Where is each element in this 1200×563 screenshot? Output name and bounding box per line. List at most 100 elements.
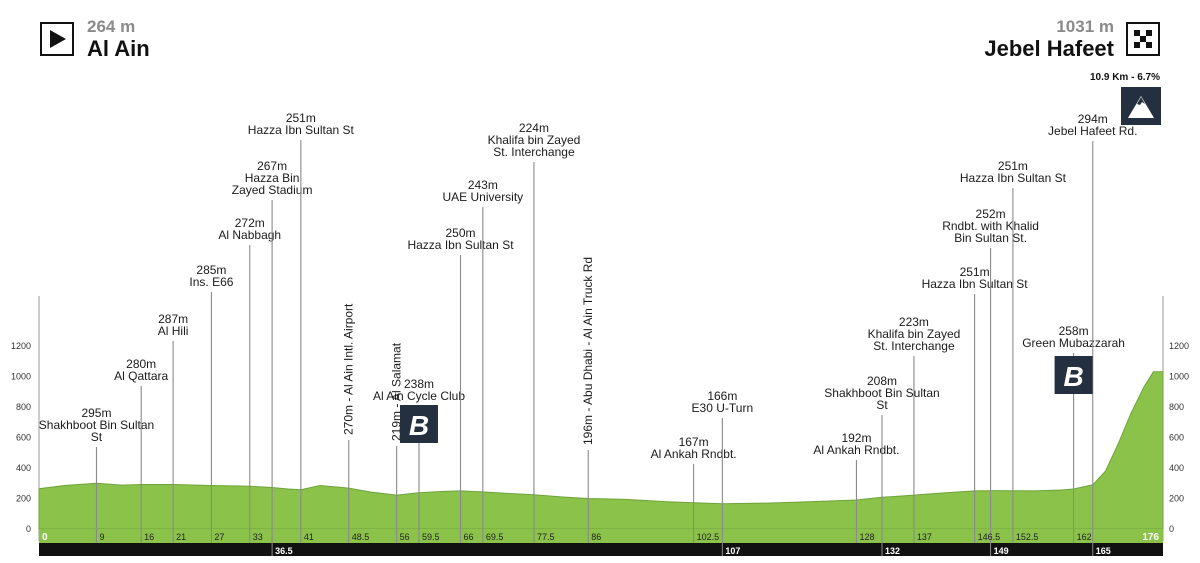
km-bar-marker: 132 — [885, 546, 900, 556]
km-marker: 21 — [176, 532, 186, 542]
annotation-place: Hazza Bin — [245, 171, 300, 185]
annotation-place: St — [91, 430, 103, 444]
annotation-altitude: 252m — [976, 207, 1006, 221]
y-tick-right: 400 — [1169, 463, 1184, 473]
annotation-place: Al Nabbagh — [218, 228, 281, 242]
bonus-badge-bg — [1054, 356, 1093, 394]
climb-info: 10.9 Km - 6.7% — [1089, 72, 1160, 83]
km-marker: 33 — [253, 532, 263, 542]
bonus-badge-letter: B — [409, 410, 429, 441]
bonus-sprint-badge: B — [1054, 356, 1093, 394]
annotation-altitude: 250m — [445, 226, 475, 240]
checkered-flag-icon — [1126, 22, 1160, 56]
km-marker: 59.5 — [422, 532, 440, 542]
annotation-place: Green Mubazzarah — [1022, 336, 1125, 350]
km-bar-marker: 107 — [725, 546, 740, 556]
annotation-place: Hazza Ibn Sultan St — [407, 238, 514, 252]
profile-area — [38, 371, 1164, 530]
annotation-rotated-label: 270m - Al Ain Intl. Airport — [342, 303, 356, 435]
annotation-place: Shakhboot Bin Sultan — [39, 418, 154, 432]
annotation-altitude: 251m — [998, 159, 1028, 173]
y-tick-left: 0 — [26, 524, 31, 534]
annotation-place: Al Ankah Rndbt. — [813, 443, 899, 457]
annotation-altitude: 295m — [81, 406, 111, 420]
annotation-place: Ins. E66 — [189, 275, 233, 289]
y-tick-left: 400 — [16, 463, 31, 473]
km-marker: 162 — [1077, 532, 1092, 542]
km-marker: 27 — [214, 532, 224, 542]
annotation-place: Al Qattara — [114, 369, 168, 383]
annotation-place: Al Ankah Rndbt. — [651, 447, 737, 461]
annotation-altitude: 294m — [1078, 112, 1108, 126]
annotation-altitude: 285m — [196, 263, 226, 277]
annotation-altitude: 166m — [707, 389, 737, 403]
km-marker: 48.5 — [352, 532, 370, 542]
km-marker: 0 — [42, 532, 48, 543]
km-marker: 41 — [304, 532, 314, 542]
annotation-place: Shakhboot Bin Sultan — [824, 386, 939, 400]
y-tick-right: 1200 — [1169, 341, 1189, 351]
annotation-place: St. Interchange — [493, 145, 575, 159]
annotation-rotated-label: 196m - Abu Dhabi - Al Ain Truck Rd — [581, 257, 595, 445]
annotation-altitude: 192m — [841, 431, 871, 445]
km-marker: 86 — [591, 532, 601, 542]
annotation-altitude: 287m — [158, 312, 188, 326]
finish-town: Jebel Hafeet — [984, 36, 1114, 61]
annotation-place: Rndbt. with Khalid — [942, 219, 1039, 233]
bonus-badge-bg — [399, 405, 438, 443]
annotation-altitude: 223m — [899, 315, 929, 329]
annotation-place: Al Hili — [158, 324, 189, 338]
bonus-sprints: BB — [399, 356, 1093, 443]
km-marker: 176 — [1142, 532, 1159, 543]
km-marker: 146.5 — [978, 532, 1001, 542]
y-tick-left: 1000 — [11, 372, 31, 382]
km-bar-marker: 149 — [994, 546, 1009, 556]
start-altitude: 264 m — [87, 17, 136, 36]
bonus-badge-letter: B — [1063, 361, 1083, 392]
annotation-place: Hazza Ibn Sultan St — [248, 123, 355, 137]
y-tick-right: 0 — [1169, 524, 1174, 534]
km-marker: 56 — [400, 532, 410, 542]
mountain-icon — [1121, 87, 1161, 125]
km-marker: 77.5 — [537, 532, 555, 542]
annotation-place: Zayed Stadium — [232, 183, 313, 197]
annotation-altitude: 258m — [1059, 324, 1089, 338]
annotation-place: Al Ain Cycle Club — [373, 389, 465, 403]
annotation-place: Khalifa bin Zayed — [488, 133, 581, 147]
annotation-place: Khalifa bin Zayed — [868, 327, 961, 341]
annotation-altitude: 280m — [126, 357, 156, 371]
annotation-place: St — [876, 398, 888, 412]
km-marker: 9 — [99, 532, 104, 542]
annotation-altitude: 267m — [257, 159, 287, 173]
km-marker: 137 — [917, 532, 932, 542]
annotation-altitude: 167m — [679, 435, 709, 449]
annotation-place: E30 U-Turn — [692, 401, 754, 415]
start-play-icon — [40, 22, 74, 56]
km-bar-marker: 36.5 — [275, 546, 293, 556]
annotation-altitude: 251m — [960, 265, 990, 279]
annotation-place: Hazza Ibn Sultan St — [960, 171, 1067, 185]
annotation-place: Hazza Ibn Sultan St — [922, 277, 1029, 291]
km-marker: 16 — [144, 532, 154, 542]
annotation-altitude: 208m — [867, 374, 897, 388]
annotation-altitude: 272m — [235, 216, 265, 230]
elevation-profile — [38, 371, 1164, 543]
annotation-place: St. Interchange — [873, 339, 955, 353]
km-marker: 128 — [859, 532, 874, 542]
y-tick-right: 1000 — [1169, 372, 1189, 382]
y-tick-left: 800 — [16, 402, 31, 412]
y-tick-right: 600 — [1169, 433, 1184, 443]
annotation-place: UAE University — [443, 190, 524, 204]
km-marker: 102.5 — [697, 532, 720, 542]
y-tick-left: 600 — [16, 433, 31, 443]
km-bar-marker: 165 — [1096, 546, 1111, 556]
annotation-altitude: 251m — [286, 111, 316, 125]
y-tick-right: 800 — [1169, 402, 1184, 412]
y-tick-left: 1200 — [11, 341, 31, 351]
km-marker: 69.5 — [486, 532, 504, 542]
